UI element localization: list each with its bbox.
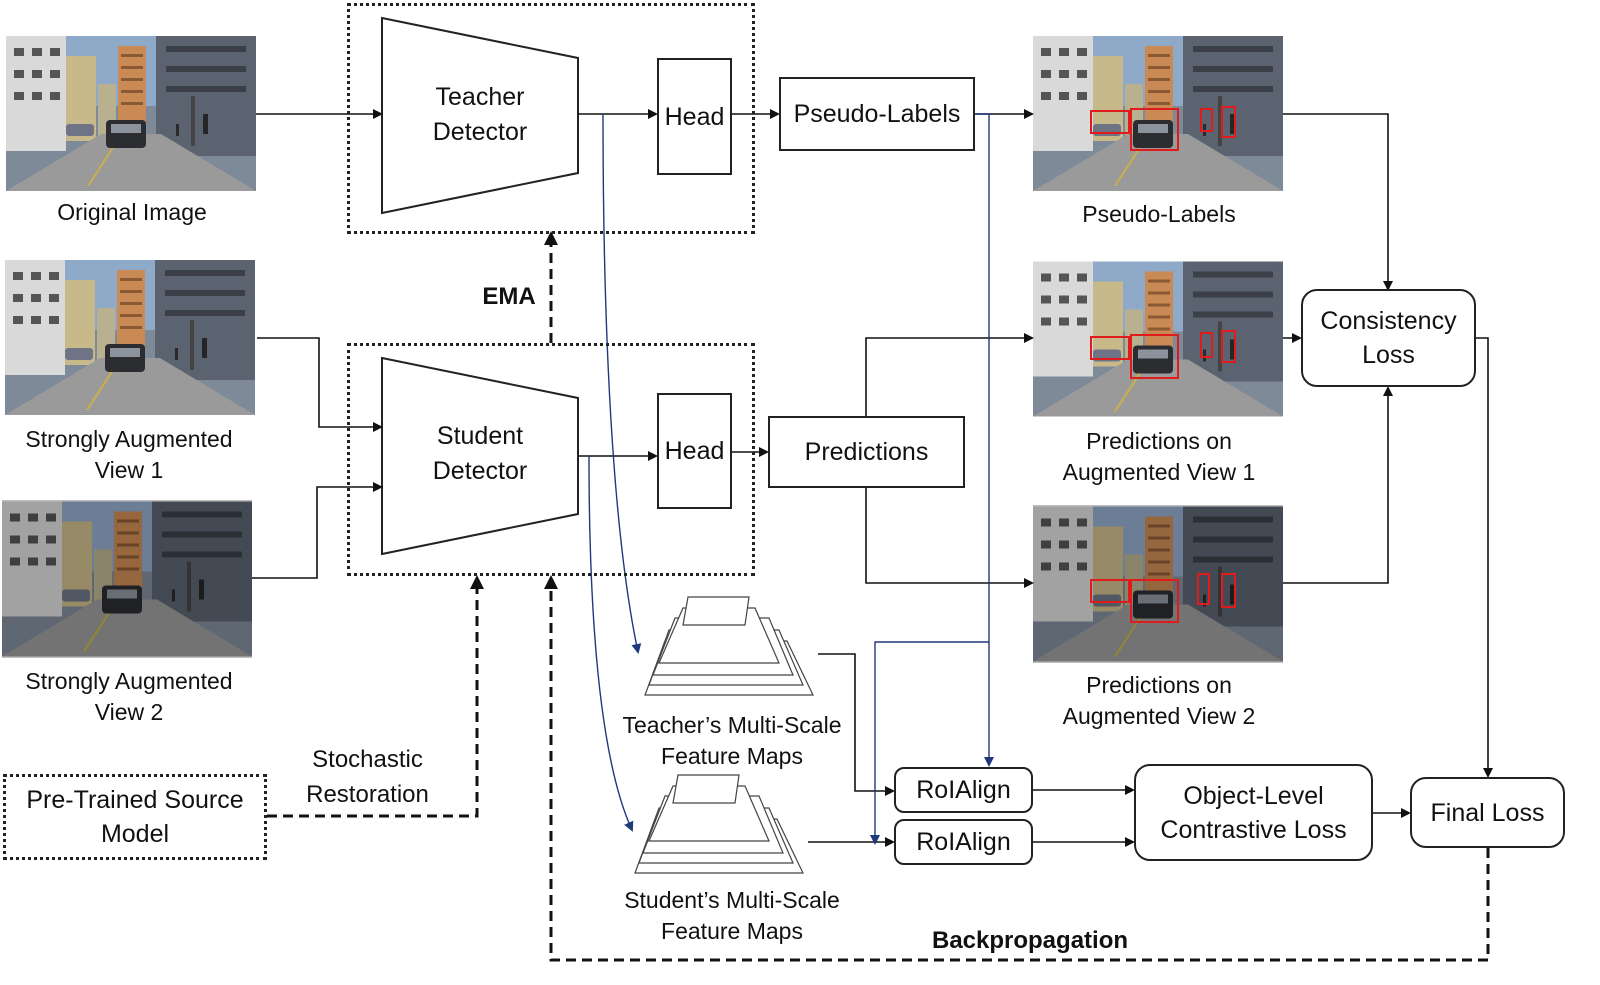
predictions-view-2-thumbnail bbox=[1033, 505, 1283, 663]
student-head: Head bbox=[657, 393, 732, 509]
original-image-caption: Original Image bbox=[57, 199, 207, 225]
feature-flow-arrows bbox=[588, 113, 994, 845]
prediction-view-1-boxes bbox=[1090, 330, 1236, 379]
roialign-teacher-box: RoIAlign bbox=[894, 767, 1033, 813]
student-detector-label: Student Detector bbox=[432, 422, 528, 485]
pseudo-label-boxes bbox=[1090, 106, 1236, 151]
augmented-view-1-thumbnail bbox=[3, 260, 257, 415]
dashed-flow-arrows bbox=[267, 231, 1490, 962]
teacher-detector-label: Teacher Detector bbox=[432, 83, 528, 146]
consistency-loss-box: Consistency Loss bbox=[1301, 289, 1476, 387]
teacher-head: Head bbox=[657, 58, 732, 175]
prediction-view-2-boxes bbox=[1090, 573, 1236, 623]
stochastic-restoration-label: Stochastic Restoration bbox=[306, 746, 429, 808]
predictions-view-1-thumbnail bbox=[1033, 260, 1283, 418]
student-feature-maps-caption: Student’s Multi-Scale Feature Maps bbox=[624, 887, 840, 944]
pseudo-labels-caption: Pseudo-Labels bbox=[1082, 201, 1236, 227]
student-feature-maps-icon bbox=[634, 774, 804, 874]
teacher-detector-shape bbox=[381, 16, 579, 215]
teacher-feature-maps-caption: Teacher’s Multi-Scale Feature Maps bbox=[622, 712, 842, 769]
predictions-view-2-caption: Predictions on Augmented View 2 bbox=[1062, 672, 1256, 729]
augmented-view-2-thumbnail bbox=[2, 500, 252, 658]
augmented-view-2-caption: Strongly Augmented View 2 bbox=[25, 668, 233, 725]
pseudo-labels-thumbnail bbox=[1033, 36, 1283, 191]
student-model-group bbox=[347, 343, 755, 576]
backpropagation-label: Backpropagation bbox=[931, 927, 1129, 954]
teacher-model-group bbox=[347, 3, 755, 234]
original-image-thumbnail bbox=[6, 36, 256, 191]
final-loss-box: Final Loss bbox=[1410, 777, 1565, 848]
roialign-student-box: RoIAlign bbox=[894, 819, 1033, 865]
contrastive-loss-box: Object-Level Contrastive Loss bbox=[1134, 764, 1373, 861]
augmented-view-1-caption: Strongly Augmented View 1 bbox=[25, 426, 233, 483]
teacher-feature-maps-icon bbox=[644, 596, 814, 696]
ema-label: EMA bbox=[482, 283, 536, 310]
pseudo-labels-box: Pseudo-Labels bbox=[779, 77, 975, 151]
predictions-view-1-caption: Predictions on Augmented View 1 bbox=[1062, 428, 1256, 485]
predictions-box: Predictions bbox=[768, 416, 965, 488]
source-model-box: Pre-Trained Source Model bbox=[3, 774, 267, 860]
